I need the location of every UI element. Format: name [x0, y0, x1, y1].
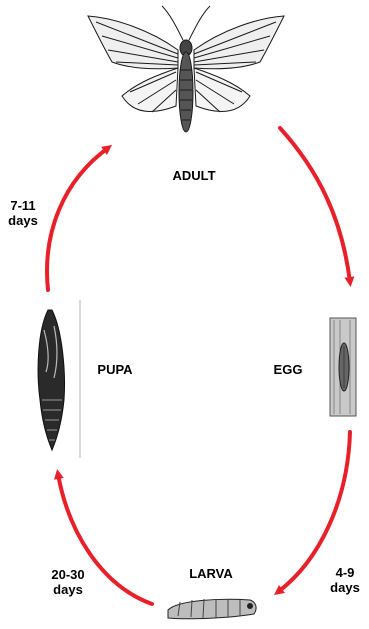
- duration-unit: days: [44, 582, 92, 597]
- egg-illustration: [330, 318, 356, 416]
- duration-value: 20-30: [44, 567, 92, 582]
- pupa-illustration: [38, 300, 80, 458]
- duration-value: 4-9: [326, 565, 364, 580]
- arrow-pupa-to-adult: [47, 148, 108, 290]
- duration-pupa-to-adult: 7-11 days: [4, 198, 42, 228]
- arrow-adult-to-egg: [280, 128, 350, 282]
- stage-label-pupa: PUPA: [92, 362, 138, 377]
- larva-illustration: [168, 599, 256, 619]
- stage-label-larva: LARVA: [186, 566, 236, 581]
- stage-label-adult: ADULT: [164, 168, 224, 183]
- adult-moth-illustration: [88, 6, 284, 132]
- duration-larva-to-pupa: 20-30 days: [44, 567, 92, 597]
- stage-label-egg: EGG: [268, 362, 308, 377]
- duration-unit: days: [4, 213, 42, 228]
- duration-value: 7-11: [4, 198, 42, 213]
- duration-unit: days: [326, 580, 364, 595]
- duration-egg-to-larva: 4-9 days: [326, 565, 364, 595]
